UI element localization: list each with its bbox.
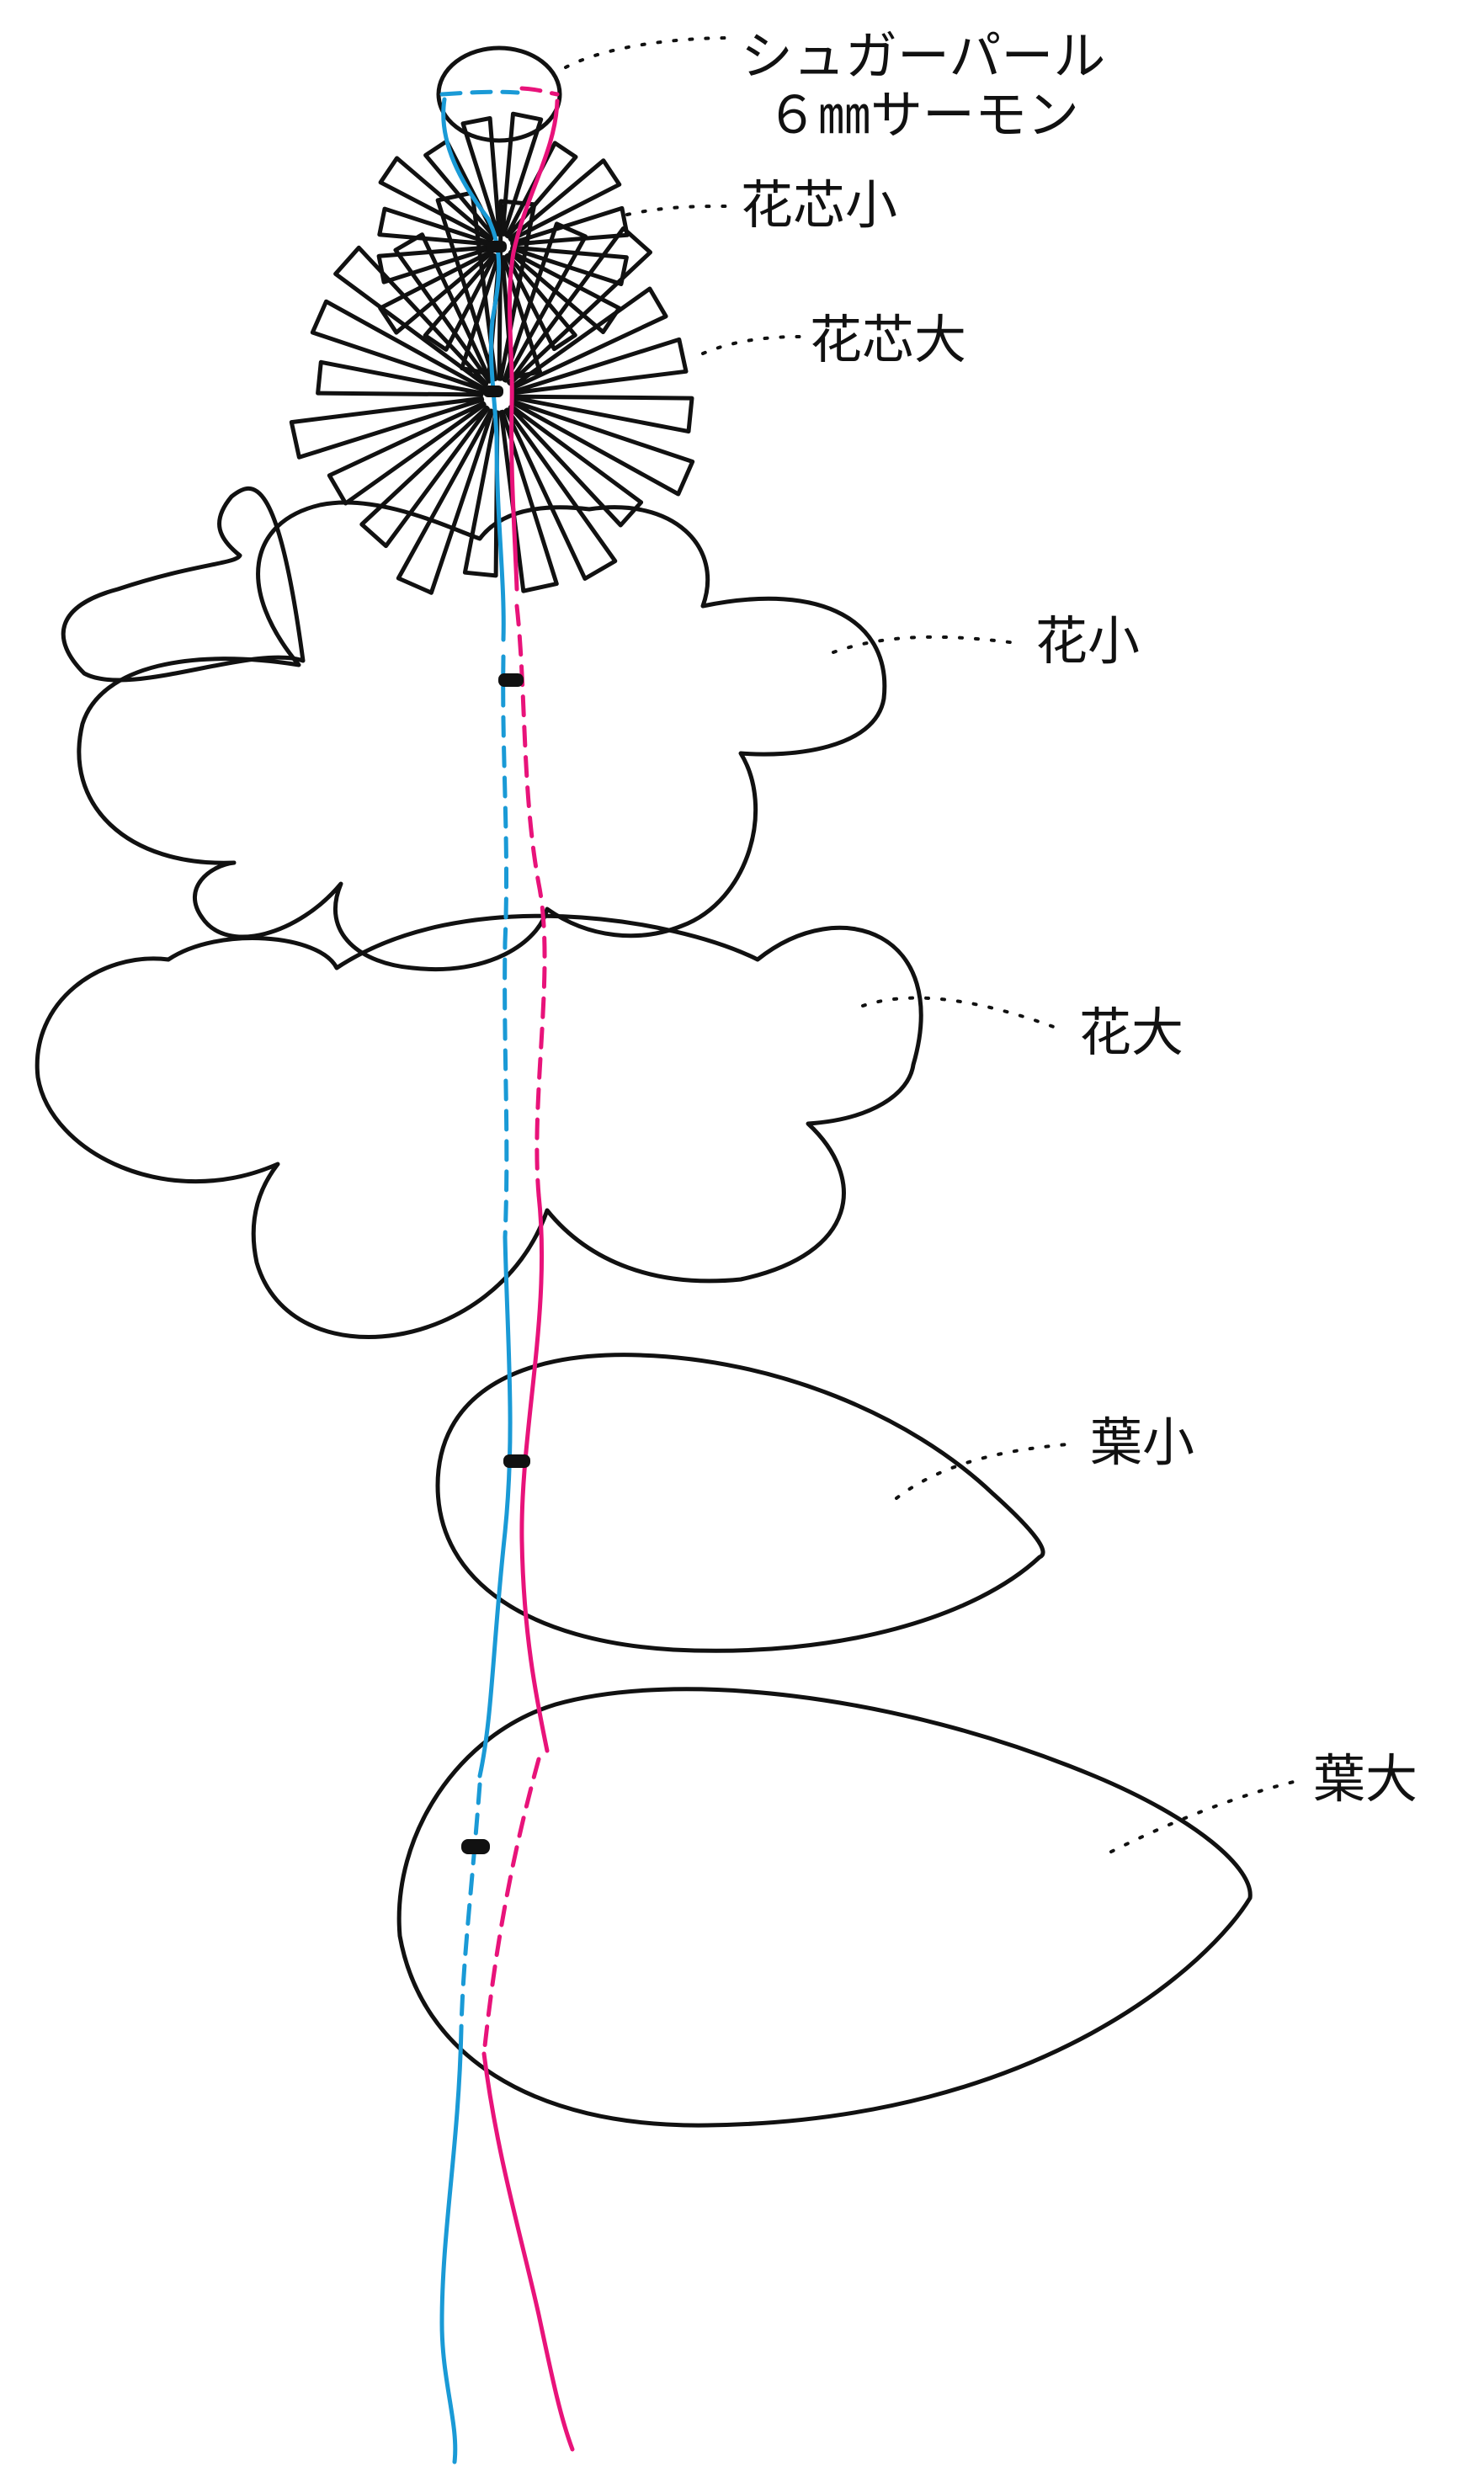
label-flower-small: 花小 [1035,610,1140,672]
flower-small-outline [77,500,887,971]
label-core-small: 花芯小 [741,174,897,236]
thread-pink-middle [519,1193,550,1753]
core-small-petal [508,249,622,334]
core-small-petal [460,116,502,237]
core-small-petal [423,253,497,352]
thread-blue-through-leaf [459,1782,482,2031]
core-large-petal [396,408,495,595]
core-large-petal [462,410,500,578]
thread-pink-through-leaf [481,1757,541,2056]
core-small-petal [508,158,622,242]
core-small-petal [504,253,577,352]
knot-leaf-small [503,1454,530,1468]
core-small-petal [378,156,494,242]
core-large-petal [512,337,689,396]
knot-core-large [483,385,503,397]
sugar-pearl-shape [436,45,562,143]
thread-blue-middle [477,1235,513,1778]
core-large-petal [507,226,652,386]
flower-small-shape [61,486,306,683]
thread-pink-through-flowers [514,603,547,1198]
thread-blue [439,89,520,2464]
core-small-petal [500,111,544,237]
label-leaf-large: 葉大 [1313,1748,1418,1810]
thread-blue-through-flowers [501,654,509,1240]
core-large-petal [498,409,559,593]
leader-core-large [701,335,801,355]
leaf-small-shape [435,1353,1045,1653]
leader-core-small [625,205,730,216]
core-small-petal [510,205,630,247]
leaf-large-shape [396,1687,1253,2128]
leader-pearl [564,36,734,69]
core-large-petal [333,245,489,387]
thread-pink-tail [481,2051,575,2452]
label-leaf-small: 葉小 [1090,1412,1194,1473]
core-large-petal [393,232,493,384]
knot-core-small [487,241,507,253]
core-large-petal [327,401,487,506]
label-sugar-pearl-size: ６㎜サーモン [766,84,1079,146]
knot-leaf-large [461,1839,490,1854]
thread-blue-upper [441,97,506,642]
leader-leaf-large [1109,1778,1302,1853]
thread-pink [481,86,575,2452]
leader-flower-large [861,996,1066,1033]
leader-flower-small [832,635,1024,654]
core-large-petal [310,299,486,392]
core-large-petal [503,407,618,581]
label-sugar-pearl: シュガーパール [741,25,1105,87]
core-large-petal [359,405,490,549]
knot-flower-small [498,673,524,687]
core-large-petal [513,394,694,434]
flower-large-shape [35,913,923,1339]
core-large-petal [289,396,485,460]
label-core-large: 花芯大 [810,309,966,370]
thread-blue-tail [439,2026,464,2464]
thread-blue-inside-pearl [439,89,520,97]
label-flower-large: 花大 [1079,1002,1183,1063]
thread-pink-upper [507,98,560,592]
core-large-petal [316,359,484,397]
thread-pink-inside-pearl [519,86,560,97]
